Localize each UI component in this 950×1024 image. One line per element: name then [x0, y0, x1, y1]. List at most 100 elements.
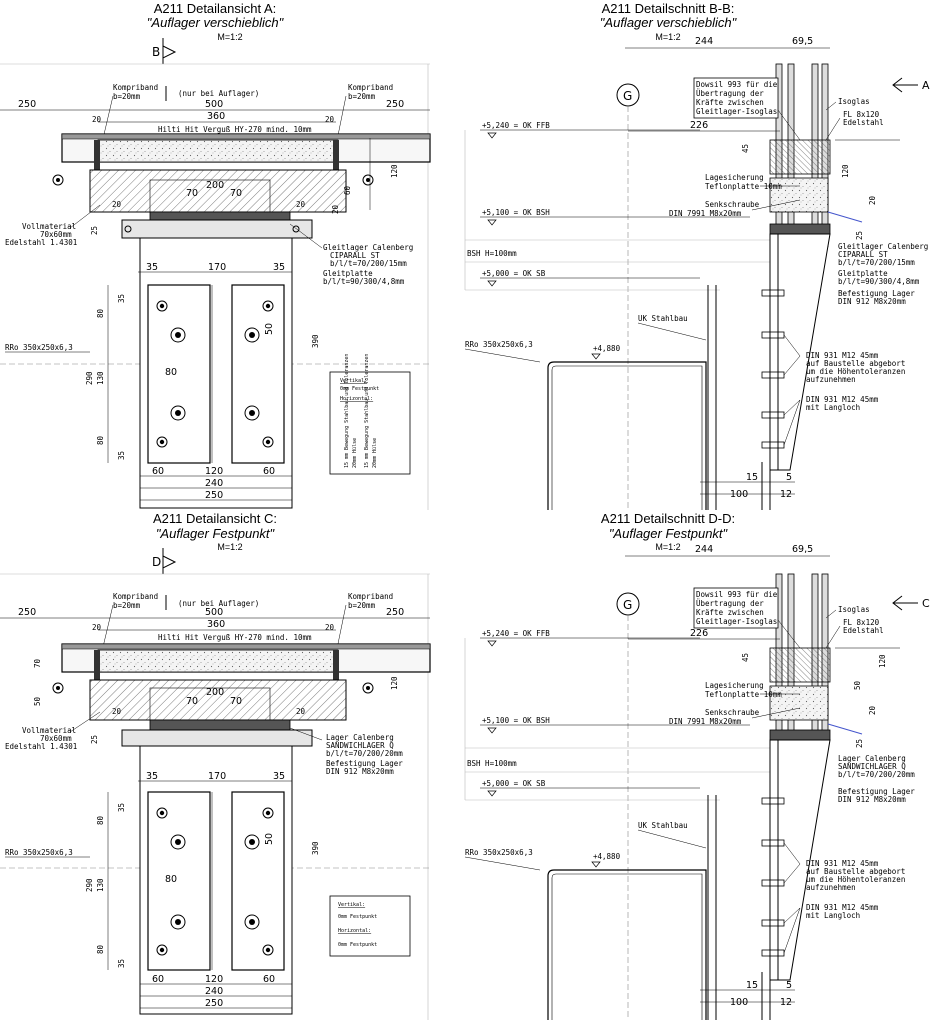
svg-text:Kompriband: Kompriband [348, 83, 393, 92]
panel-b-title: A211 Detailschnitt B-B: [602, 1, 735, 16]
svg-text:60: 60 [152, 974, 164, 985]
bolt-round [170, 405, 186, 421]
svg-text:+4,880: +4,880 [593, 344, 621, 353]
svg-text:226: 226 [690, 628, 708, 639]
svg-text:25: 25 [855, 739, 864, 748]
svg-text:Senkschraube: Senkschraube [705, 200, 760, 209]
svg-text:15: 15 [746, 472, 758, 483]
svg-text:20: 20 [112, 200, 122, 209]
svg-text:360: 360 [207, 619, 225, 630]
svg-text:20mm Hülse: 20mm Hülse [352, 438, 358, 468]
bolt-round [244, 327, 260, 343]
svg-text:20: 20 [112, 707, 122, 716]
svg-text:Befestigung Lager: Befestigung Lager [838, 787, 915, 796]
panel-a: A211 Detailansicht A: "Auflager verschie… [0, 1, 431, 510]
panel-c-title: A211 Detailansicht C: [153, 511, 277, 526]
svg-text:70: 70 [230, 696, 242, 707]
svg-text:25: 25 [90, 226, 99, 235]
panel-c-subtitle: "Auflager Festpunkt" [156, 526, 276, 541]
svg-text:120: 120 [841, 164, 850, 178]
svg-text:b=20mm: b=20mm [113, 92, 141, 101]
svg-text:60: 60 [263, 974, 275, 985]
svg-text:80: 80 [165, 874, 177, 885]
svg-text:(nur bei Auflager): (nur bei Auflager) [178, 89, 259, 98]
bolt-hex [262, 436, 274, 448]
bolt-round [244, 405, 260, 421]
svg-text:250: 250 [386, 99, 404, 110]
panel-b-subtitle: "Auflager verschieblich" [600, 15, 738, 30]
svg-text:80: 80 [165, 367, 177, 378]
svg-text:b=20mm: b=20mm [348, 601, 376, 610]
svg-text:390: 390 [311, 334, 320, 348]
svg-text:240: 240 [205, 986, 223, 997]
svg-text:0mm Festpunkt: 0mm Festpunkt [338, 914, 377, 920]
svg-text:Gleitlager-Isoglas: Gleitlager-Isoglas [696, 617, 777, 626]
svg-text:290: 290 [85, 371, 94, 385]
svg-text:UK Stahlbau: UK Stahlbau [638, 821, 688, 830]
svg-text:Edelstahl: Edelstahl [843, 626, 884, 635]
svg-text:120: 120 [390, 164, 399, 178]
svg-text:CIPARALL ST: CIPARALL ST [838, 250, 888, 259]
svg-text:Lagesicherung: Lagesicherung [705, 173, 764, 182]
section-marker-d: D [152, 548, 177, 574]
svg-text:Edelstahl: Edelstahl [843, 118, 884, 127]
svg-text:80: 80 [96, 944, 105, 954]
svg-text:Kompriband: Kompriband [348, 592, 393, 601]
svg-text:500: 500 [205, 99, 223, 110]
svg-text:DIN 931 M12 45mm: DIN 931 M12 45mm [806, 395, 879, 404]
svg-text:100: 100 [730, 489, 748, 500]
svg-text:+5,100 = OK BSH: +5,100 = OK BSH [482, 716, 550, 725]
svg-text:25: 25 [855, 231, 864, 240]
svg-text:SANDWICHLAGER Q: SANDWICHLAGER Q [838, 762, 906, 771]
legend-box-a: Vertikal: 0mm Festpunkt Horizontal: 15 m… [329, 354, 411, 475]
svg-text:35: 35 [117, 451, 126, 460]
svg-text:CIPARALL ST: CIPARALL ST [330, 251, 380, 260]
svg-text:Kompriband: Kompriband [113, 592, 158, 601]
svg-text:Teflonplatte 10mm: Teflonplatte 10mm [705, 690, 782, 699]
svg-text:Teflonplatte 10mm: Teflonplatte 10mm [705, 182, 782, 191]
bolt-round [170, 914, 186, 930]
svg-text:69,5: 69,5 [792, 36, 813, 47]
panel-c: A211 Detailansicht C: "Auflager Festpunk… [0, 511, 431, 1020]
svg-text:20: 20 [325, 115, 335, 124]
svg-text:DIN 931 M12 45mm: DIN 931 M12 45mm [806, 351, 879, 360]
svg-text:+4,880: +4,880 [593, 852, 621, 861]
svg-text:290: 290 [85, 878, 94, 892]
svg-text:b=20mm: b=20mm [113, 601, 141, 610]
bolt-hex [156, 944, 168, 956]
svg-text:250: 250 [205, 490, 223, 501]
svg-text:um die Höhentoleranzen: um die Höhentoleranzen [806, 367, 905, 376]
bolt-round [170, 327, 186, 343]
svg-text:DIN 931 M12 45mm: DIN 931 M12 45mm [806, 903, 879, 912]
svg-text:Hilti Hit Verguß HY-270 mind.: Hilti Hit Verguß HY-270 mind. 10mm [158, 125, 312, 134]
svg-text:35: 35 [117, 294, 126, 303]
svg-text:A: A [922, 79, 930, 92]
panel-a-scale: M=1:2 [217, 32, 242, 42]
svg-text:Horizontal:: Horizontal: [340, 396, 373, 402]
svg-text:Vertikal:: Vertikal: [340, 378, 367, 384]
panel-c-scale: M=1:2 [217, 542, 242, 552]
panel-d-subtitle: "Auflager Festpunkt" [609, 526, 729, 541]
anchor-bolt [362, 174, 374, 186]
svg-text:aufzunehmen: aufzunehmen [806, 883, 856, 892]
svg-text:20mm Hülse: 20mm Hülse [372, 438, 378, 468]
legend-box-c: Vertikal: 0mm Festpunkt Horizontal: 0mm … [329, 895, 411, 957]
svg-text:200: 200 [206, 180, 224, 191]
svg-text:Kräfte zwischen: Kräfte zwischen [696, 98, 764, 107]
svg-text:mit Langloch: mit Langloch [806, 403, 860, 412]
svg-text:Lager Calenberg: Lager Calenberg [838, 754, 906, 763]
svg-text:15: 15 [746, 980, 758, 991]
svg-text:170: 170 [208, 262, 226, 273]
svg-text:80: 80 [96, 435, 105, 445]
svg-text:b/l/t=70/200/15mm: b/l/t=70/200/15mm [838, 258, 915, 267]
svg-text:60: 60 [152, 466, 164, 477]
bolt-hex [262, 944, 274, 956]
svg-text:20: 20 [296, 200, 306, 209]
svg-text:Hilti Hit Verguß HY-270 mind.: Hilti Hit Verguß HY-270 mind. 10mm [158, 633, 312, 642]
svg-text:244: 244 [695, 544, 713, 555]
svg-text:100: 100 [730, 997, 748, 1008]
svg-text:120: 120 [390, 676, 399, 690]
svg-text:0mm Festpunkt: 0mm Festpunkt [340, 386, 379, 392]
svg-text:0mm Festpunkt: 0mm Festpunkt [338, 942, 377, 948]
svg-text:50: 50 [853, 680, 862, 690]
